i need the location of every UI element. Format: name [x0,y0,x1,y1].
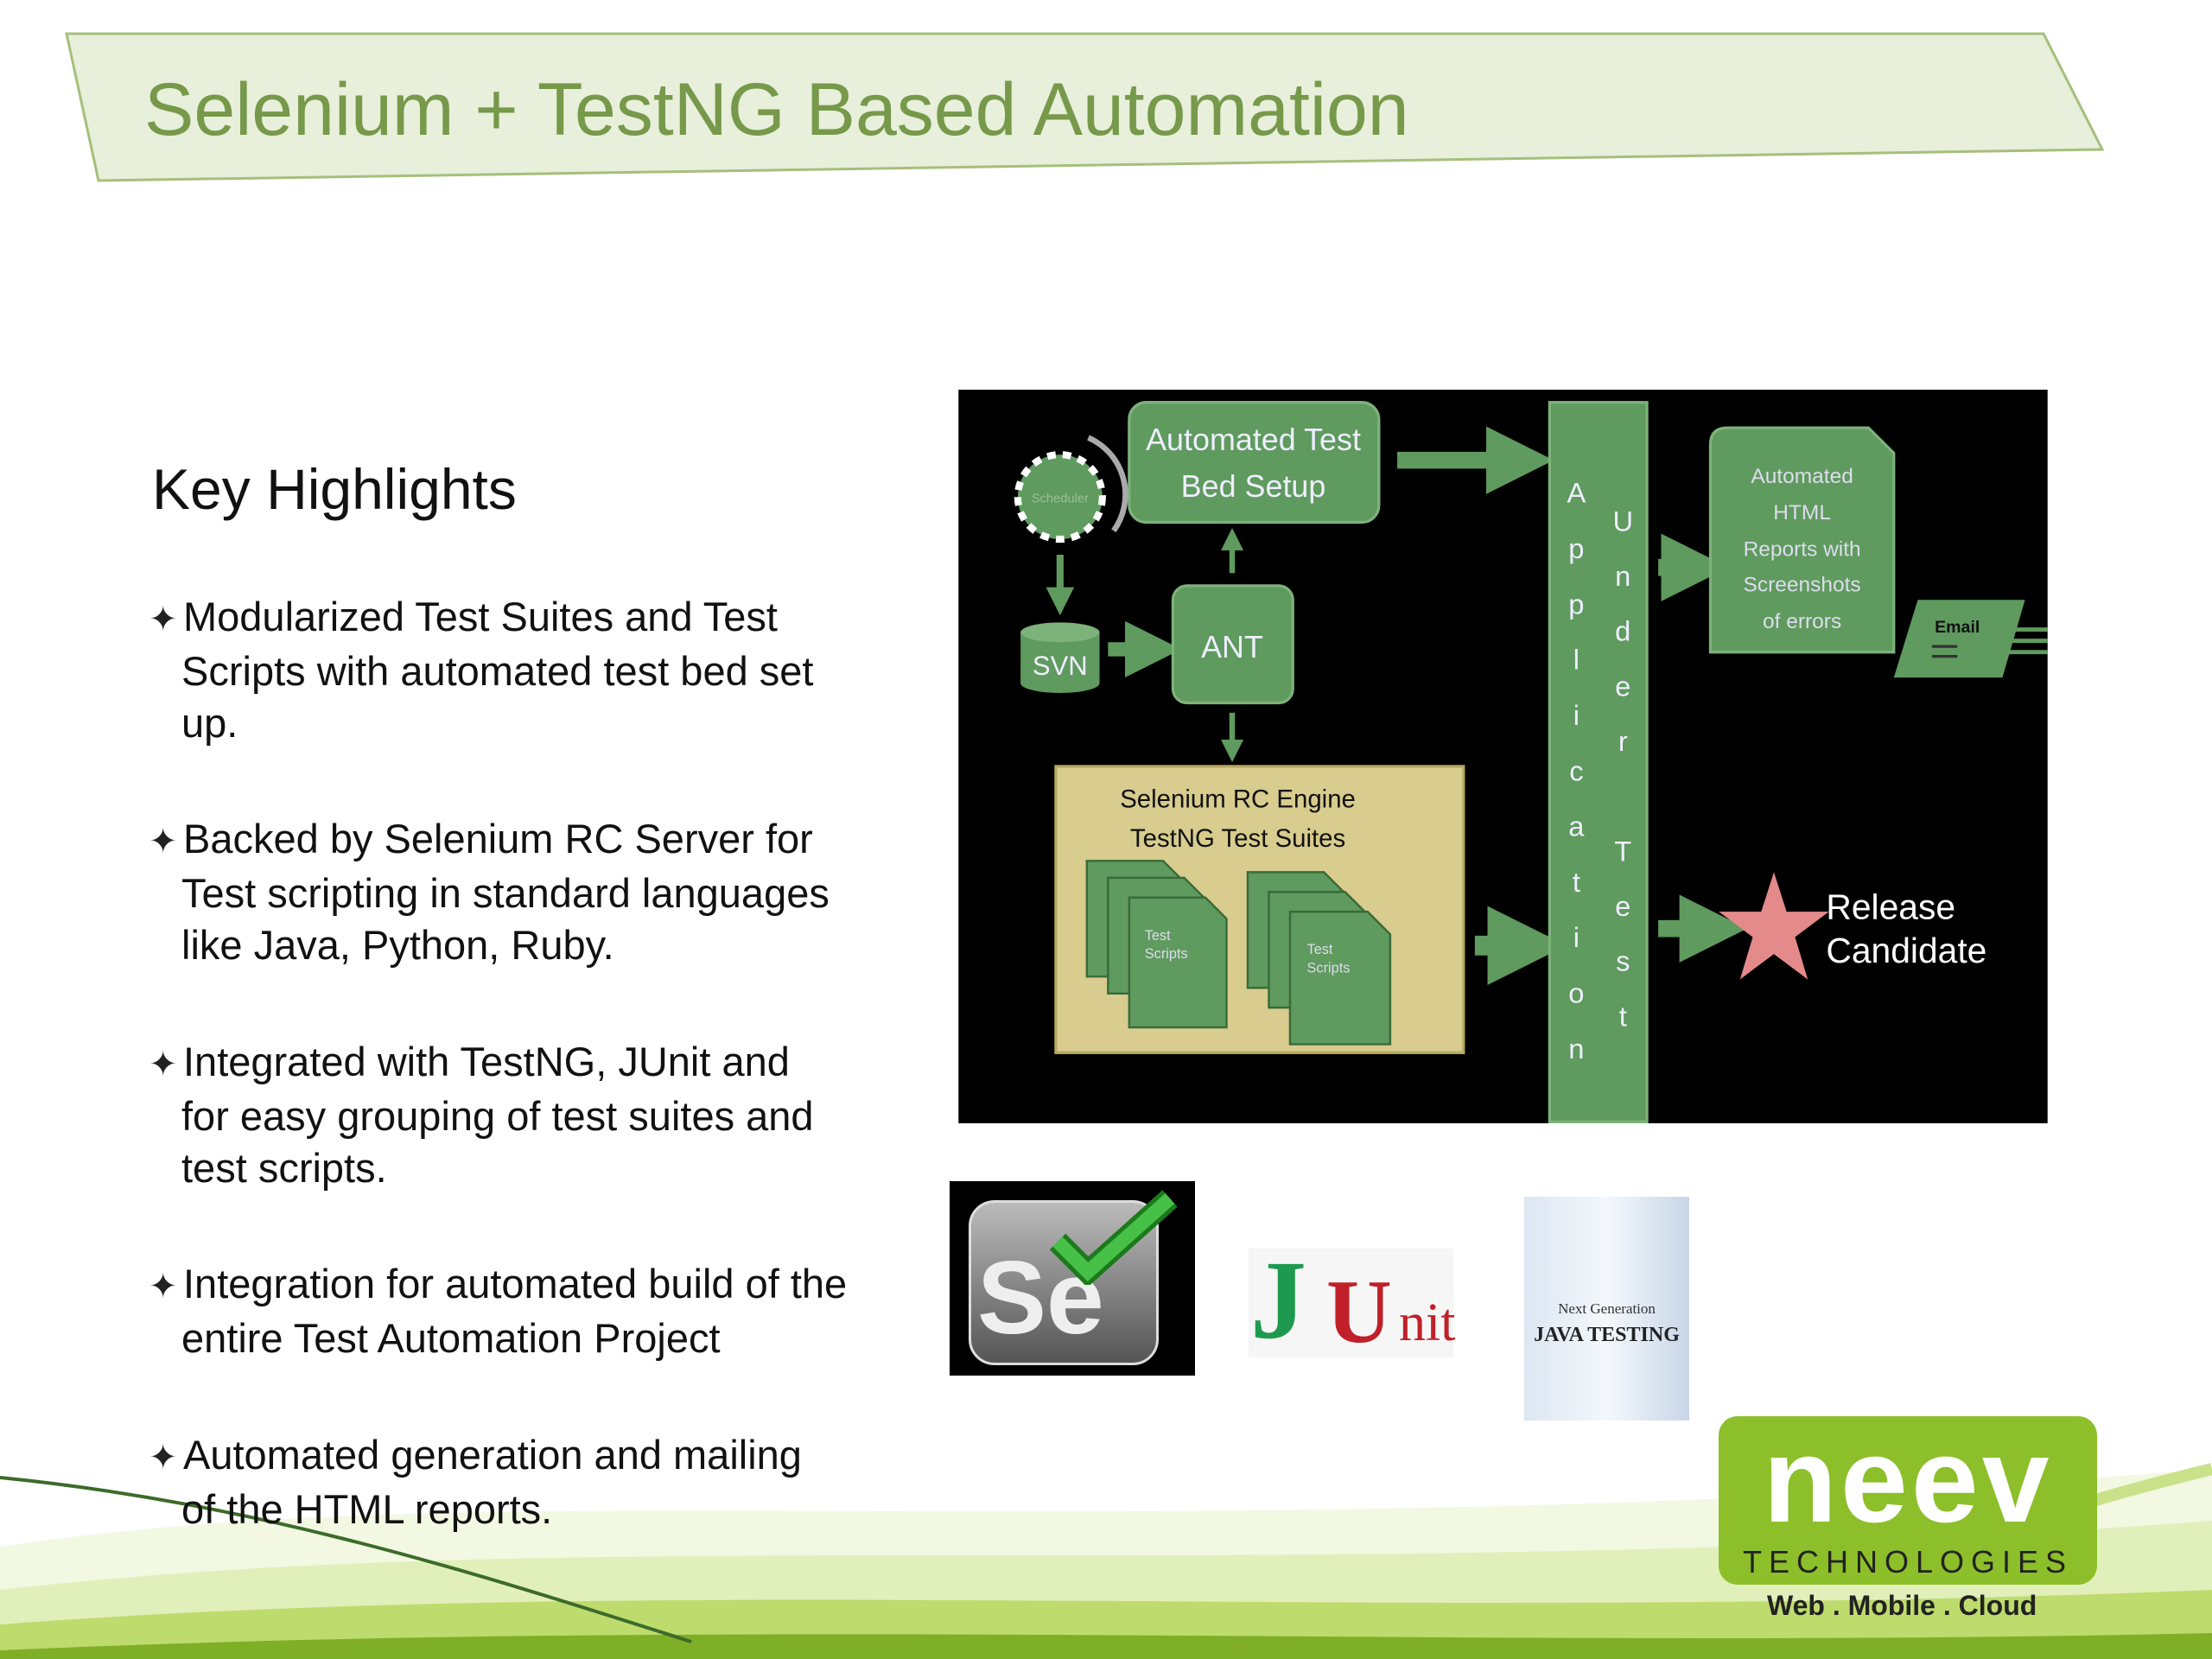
highlight-text: Automated generation and mailing [183,1432,802,1478]
architecture-diagram: Automated Test Bed Setup Scheduler SVN A… [958,390,2048,1123]
highlight-text: Scripts with automated test bed set [181,648,814,694]
svg-text:Test: Test [1307,942,1333,957]
highlight-text: Integrated with TestNG, JUnit and [183,1039,790,1084]
ant-box [1171,584,1294,705]
junit-u: U [1326,1261,1392,1362]
java-testing-book-cover: Next Generation JAVA TESTING [1524,1197,1689,1421]
highlight-item: ✦Modularized Test Suites and Test Script… [149,591,909,749]
book-subtitle: Next Generation [1558,1300,1656,1317]
highlight-text: entire Test Automation Project [181,1315,721,1361]
svg-text:Reports with: Reports with [1744,538,1861,562]
test-bed-label: Bed Setup [1181,468,1326,504]
highlight-item: ✦Automated generation and mailing of the… [149,1429,909,1535]
highlight-text: test scripts. [181,1145,387,1191]
svg-text:of errors: of errors [1763,610,1841,633]
test-bed-label: Automated Test [1146,422,1361,457]
svg-text:Scripts: Scripts [1145,946,1188,962]
svg-text:Screenshots: Screenshots [1744,573,1861,596]
title-banner [65,32,2105,182]
junit-j: J [1250,1238,1306,1363]
sparkle-bullet-icon: ✦ [149,601,178,639]
neev-logo: neev TECHNOLOGIES [1719,1416,2097,1585]
junit-logo: J U nit [1249,1244,1456,1362]
svg-text:Scripts: Scripts [1307,960,1351,976]
junit-nit: nit [1399,1294,1456,1352]
svg-text:Candidate: Candidate [1826,931,1986,970]
highlight-text: Test scripting in standard languages [181,870,830,916]
page-title: Selenium + TestNG Based Automation [144,68,1409,151]
highlight-text: Integration for automated build of the [183,1261,848,1306]
test-bed-box [1128,401,1381,524]
highlight-item: ✦Integration for automated build of the … [149,1258,909,1364]
book-title: JAVA TESTING [1534,1324,1680,1346]
sparkle-bullet-icon: ✦ [149,823,178,861]
selenium-logo: Se [950,1181,1195,1376]
highlight-text: of the HTML reports. [181,1486,553,1532]
svg-text:Scheduler: Scheduler [1032,493,1089,506]
neev-wordmark: neev [1763,1412,2053,1548]
svg-text:HTML: HTML [1773,501,1831,524]
checkmark-icon [1049,1190,1178,1285]
highlight-item: ✦Backed by Selenium RC Server for Test s… [149,813,909,971]
sparkle-bullet-icon: ✦ [149,1268,178,1306]
svn-cylinder: SVN [1020,622,1100,694]
highlight-text: up. [181,700,238,746]
svg-text:Automated: Automated [1751,465,1853,488]
highlight-text: for easy grouping of test suites and [181,1093,814,1139]
release-star-icon [1719,872,1829,980]
scheduler-gear-icon: Scheduler [1014,435,1128,543]
neev-tagline: Web . Mobile . Cloud [1767,1590,2037,1621]
application-under-test-column [1548,401,1649,1123]
svg-text:Selenium RC Engine: Selenium RC Engine [1120,785,1356,813]
svg-text:TestNG Test Suites: TestNG Test Suites [1130,824,1345,853]
sparkle-bullet-icon: ✦ [149,1046,178,1084]
highlight-text: Modularized Test Suites and Test [183,594,778,639]
sparkle-bullet-icon: ✦ [149,1439,178,1477]
highlight-text: Backed by Selenium RC Server for [183,816,813,861]
html-reports-doc [1708,426,1896,654]
svg-text:SVN: SVN [1033,651,1088,681]
svg-text:Release: Release [1826,887,1955,926]
highlight-text: like Java, Python, Ruby. [181,922,614,968]
svg-text:Test: Test [1145,928,1171,944]
svg-text:Email: Email [1935,618,1980,637]
test-scripts-stack [1085,860,1392,1046]
key-highlights-heading: Key Highlights [152,457,517,521]
neev-subtitle: TECHNOLOGIES [1742,1544,2074,1580]
highlight-item: ✦Integrated with TestNG, JUnit and for e… [149,1036,909,1194]
email-icon: Email [1893,600,2048,678]
ant-label: ANT [1201,629,1263,664]
